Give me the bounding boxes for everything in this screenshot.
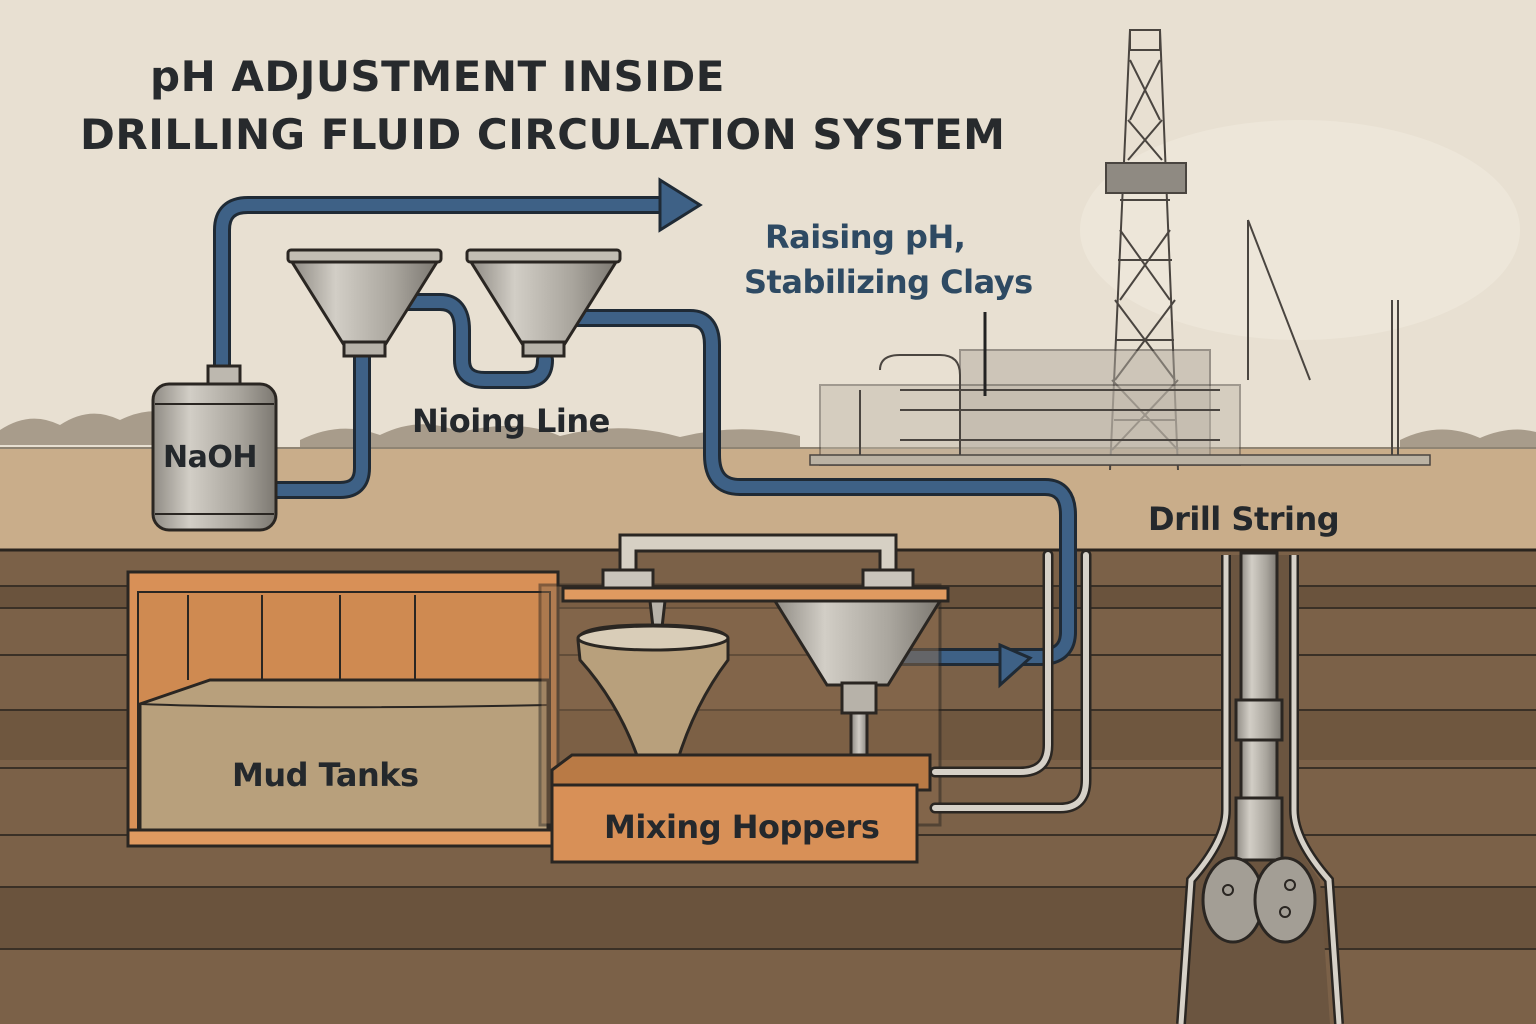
title-line-2: DRILLING FLUID CIRCULATION SYSTEM	[80, 110, 1006, 159]
naoh-tank	[151, 364, 278, 532]
return-pipes	[929, 549, 1092, 814]
mud-tanks	[126, 570, 562, 848]
mixing-trough	[550, 753, 932, 864]
dosing-line	[213, 196, 1077, 666]
naoh-label: NaOH	[163, 440, 257, 475]
drill-bit	[1201, 856, 1317, 944]
drill-string-label: Drill String	[1148, 500, 1340, 538]
drill-string	[1234, 551, 1284, 862]
title-line-1: pH ADJUSTMENT INSIDE	[150, 52, 725, 101]
cloud	[1080, 120, 1520, 340]
arrow-head-top	[658, 177, 703, 233]
mud-tanks-label: Mud Tanks	[232, 756, 419, 794]
line-label: Nioing Line	[412, 402, 610, 440]
drilling-rig	[819, 29, 1399, 471]
arrow-head-return	[998, 642, 1033, 689]
funnel-1	[286, 248, 443, 358]
annotation-line-2: Stabilizing Clays	[744, 263, 1033, 301]
annotation-line-1: Raising pH,	[765, 218, 966, 256]
funnel-2	[465, 248, 622, 358]
tree-line	[0, 411, 1536, 450]
mixing-hoppers-label: Mixing Hoppers	[604, 808, 880, 846]
